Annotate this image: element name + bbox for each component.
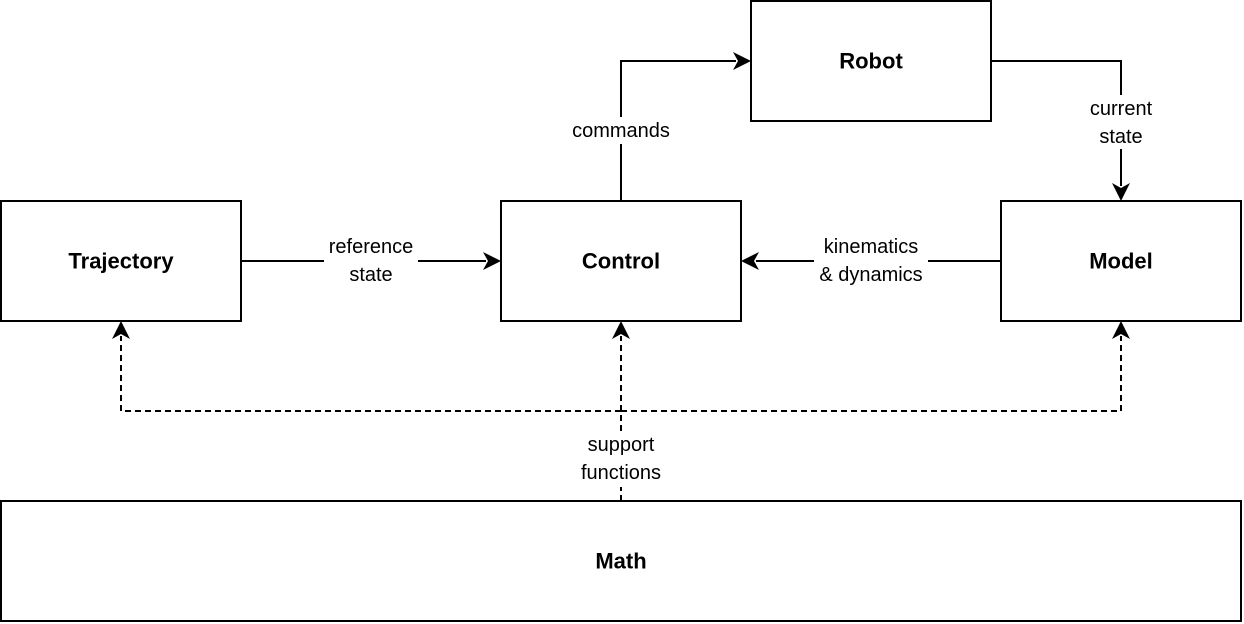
robot-label: Robot [839,49,903,74]
robot-node: Robot [750,0,992,122]
kinematics-dynamics-label-line-2: & dynamics [819,264,922,286]
model-label: Model [1089,249,1153,274]
reference-state-edge-label: reference state [324,233,418,289]
reference-state-label-line-2: state [349,264,392,286]
reference-state-label-line-1: reference [329,236,414,258]
kinematics-dynamics-edge-label: kinematics & dynamics [814,233,928,289]
current-state-edge-label: current state [1083,95,1159,149]
support-functions-label-line-1: support [588,434,655,456]
math-label: Math [595,549,646,574]
control-node: Control [500,200,742,322]
support-functions-connector [112,321,1130,501]
commands-connector [620,52,751,201]
current-state-label-line-1: current [1090,98,1153,120]
control-label: Control [582,249,660,274]
current-state-label-line-2: state [1099,126,1142,148]
kinematics-dynamics-label-line-1: kinematics [824,236,918,258]
commands-edge-label: commands [564,117,678,144]
trajectory-label: Trajectory [68,249,174,274]
trajectory-node: Trajectory [0,200,242,322]
commands-label-line-1: commands [572,120,670,142]
math-node: Math [0,500,1242,622]
support-functions-label-line-2: functions [581,462,661,484]
model-node: Model [1000,200,1242,322]
support-functions-edge-label: support functions [573,431,669,487]
